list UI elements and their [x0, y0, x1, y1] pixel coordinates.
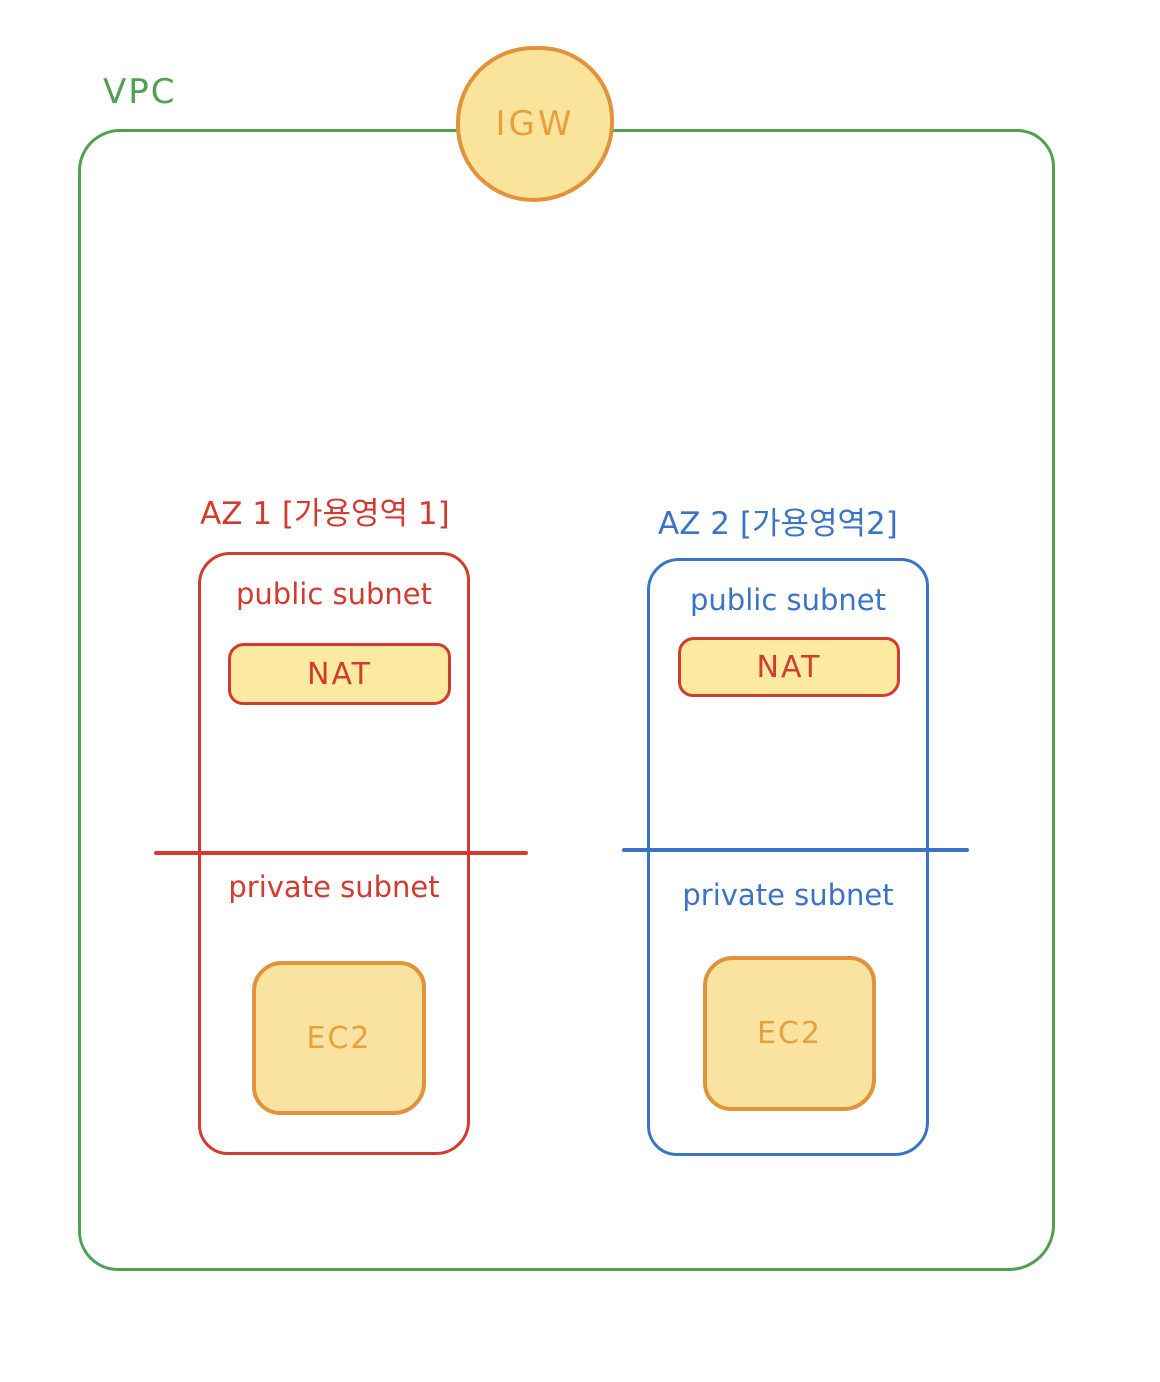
- az2-box: public subnet NAT private subnet EC2: [647, 558, 929, 1156]
- igw-node: IGW: [456, 46, 614, 202]
- az1-private-subnet-label: private subnet: [228, 870, 440, 904]
- az1-subnet-divider: [154, 851, 528, 855]
- az1-box: public subnet NAT private subnet EC2: [198, 552, 470, 1155]
- igw-label: IGW: [495, 104, 575, 144]
- az2-private-subnet-label: private subnet: [682, 878, 894, 912]
- az1-public-subnet-label: public subnet: [236, 577, 432, 611]
- az2-ec2-node: EC2: [703, 956, 876, 1111]
- az1-ec2-node: EC2: [252, 961, 426, 1115]
- az1-label: AZ 1 [가용영역 1]: [200, 496, 450, 532]
- az2-public-subnet-label: public subnet: [690, 583, 886, 617]
- az2-ec2-label: EC2: [757, 1016, 822, 1051]
- az1-nat-label: NAT: [307, 656, 372, 692]
- az2-subnet-divider: [622, 848, 969, 852]
- az2-nat-node: NAT: [678, 637, 900, 697]
- az2-label: AZ 2 [가용영역2]: [658, 506, 898, 542]
- az1-ec2-label: EC2: [306, 1020, 372, 1056]
- az2-nat-label: NAT: [756, 649, 822, 685]
- az1-nat-node: NAT: [228, 643, 451, 705]
- vpc-label: VPC: [103, 72, 177, 112]
